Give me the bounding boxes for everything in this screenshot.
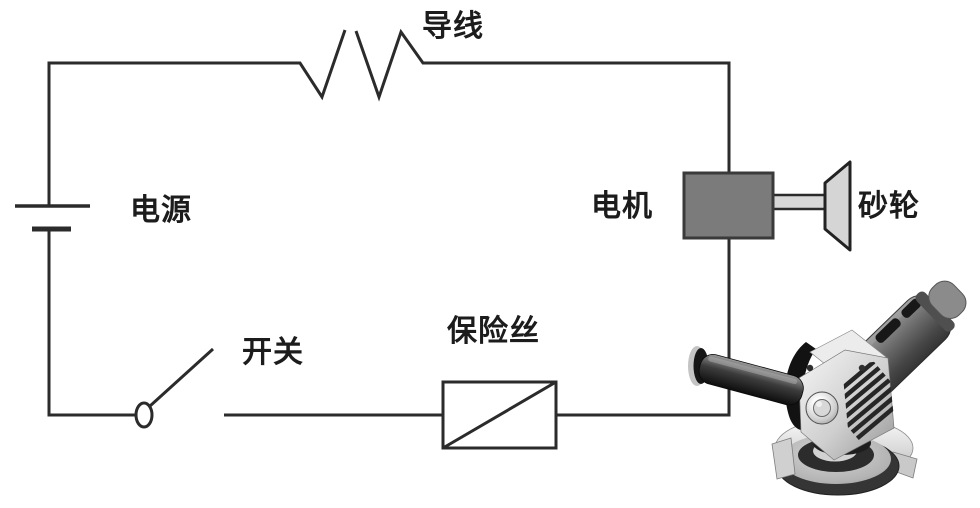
angle-grinder-photo xyxy=(688,280,967,496)
switch-symbol xyxy=(134,347,215,429)
battery-symbol xyxy=(15,204,90,232)
label-grinding-wheel: 砂轮 xyxy=(858,189,920,224)
fuse-diagonal xyxy=(442,380,557,450)
grinding-wheel-frustum xyxy=(823,160,852,252)
wire-bottom-right xyxy=(556,238,731,417)
grinder-head-slats xyxy=(842,360,895,441)
grinder-side-handle xyxy=(688,346,804,406)
label-power-source: 电源 xyxy=(130,193,192,228)
grinder-body-step xyxy=(915,291,955,332)
wire-top-left xyxy=(47,29,347,205)
motor-block xyxy=(682,171,775,240)
grinder-gear-head xyxy=(798,329,895,461)
grinder-screw xyxy=(806,364,814,372)
fuse-symbol xyxy=(441,380,558,450)
switch-pivot xyxy=(134,401,154,429)
grinder-handle-grip xyxy=(698,354,804,406)
label-motor: 电机 xyxy=(591,189,653,224)
grinder-handle-highlight xyxy=(708,356,798,385)
grinder-rear-cap xyxy=(928,280,967,319)
switch-lever xyxy=(148,347,215,408)
label-wire: 导线 xyxy=(422,9,484,44)
grinder-vent-slot xyxy=(901,298,921,318)
label-switch: 开关 xyxy=(242,335,304,370)
label-fuse: 保险丝 xyxy=(447,314,540,349)
wire-top-right xyxy=(354,28,731,173)
grinder-spindle-inner xyxy=(813,399,831,417)
grinder-screw xyxy=(858,364,866,372)
circuit-wires xyxy=(47,28,731,417)
wire-bottom-left xyxy=(47,231,136,417)
grinder-vent-slot xyxy=(875,318,901,343)
grinder-guard-flange xyxy=(771,437,796,480)
motor-shaft xyxy=(769,193,828,211)
grinder-spindle-glint xyxy=(816,401,822,407)
